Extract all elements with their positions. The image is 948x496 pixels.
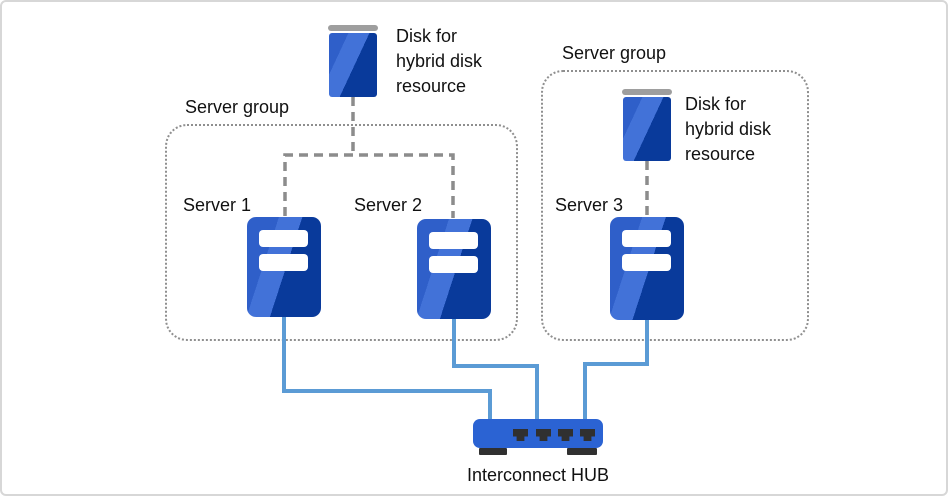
server-slot bbox=[622, 230, 671, 247]
hub-port-icon bbox=[580, 429, 595, 441]
disk-top-label: Disk for hybrid disk resource bbox=[396, 26, 483, 96]
server-slot bbox=[259, 254, 308, 271]
interconnect-hub-label: Interconnect HUB bbox=[466, 465, 610, 485]
server-2-icon bbox=[417, 219, 491, 319]
server-1-icon bbox=[247, 217, 321, 317]
disk-cap bbox=[328, 25, 378, 31]
hub-port-icon bbox=[536, 429, 551, 441]
server-slot bbox=[622, 254, 671, 271]
server-3-label: Server 3 bbox=[555, 195, 624, 215]
disk-body bbox=[329, 33, 377, 97]
server-slot bbox=[259, 230, 308, 247]
server-slot bbox=[429, 256, 478, 273]
interconnect-hub-icon bbox=[473, 419, 603, 455]
hub-port-icon bbox=[558, 429, 573, 441]
server-group-right-label: Server group bbox=[562, 43, 667, 63]
server-3-icon bbox=[610, 217, 684, 320]
disk-cap bbox=[622, 89, 672, 95]
disk-body bbox=[623, 97, 671, 161]
server-group-left-label: Server group bbox=[185, 97, 290, 117]
hub-port-icon bbox=[513, 429, 528, 441]
server-slot bbox=[429, 232, 478, 249]
server-2-label: Server 2 bbox=[354, 195, 423, 215]
server-1-label: Server 1 bbox=[183, 195, 252, 215]
hub-foot bbox=[567, 448, 597, 455]
server-group-right-box bbox=[541, 70, 809, 341]
disk-right-label: Disk for hybrid disk resource bbox=[685, 94, 772, 164]
hub-foot bbox=[479, 448, 507, 455]
